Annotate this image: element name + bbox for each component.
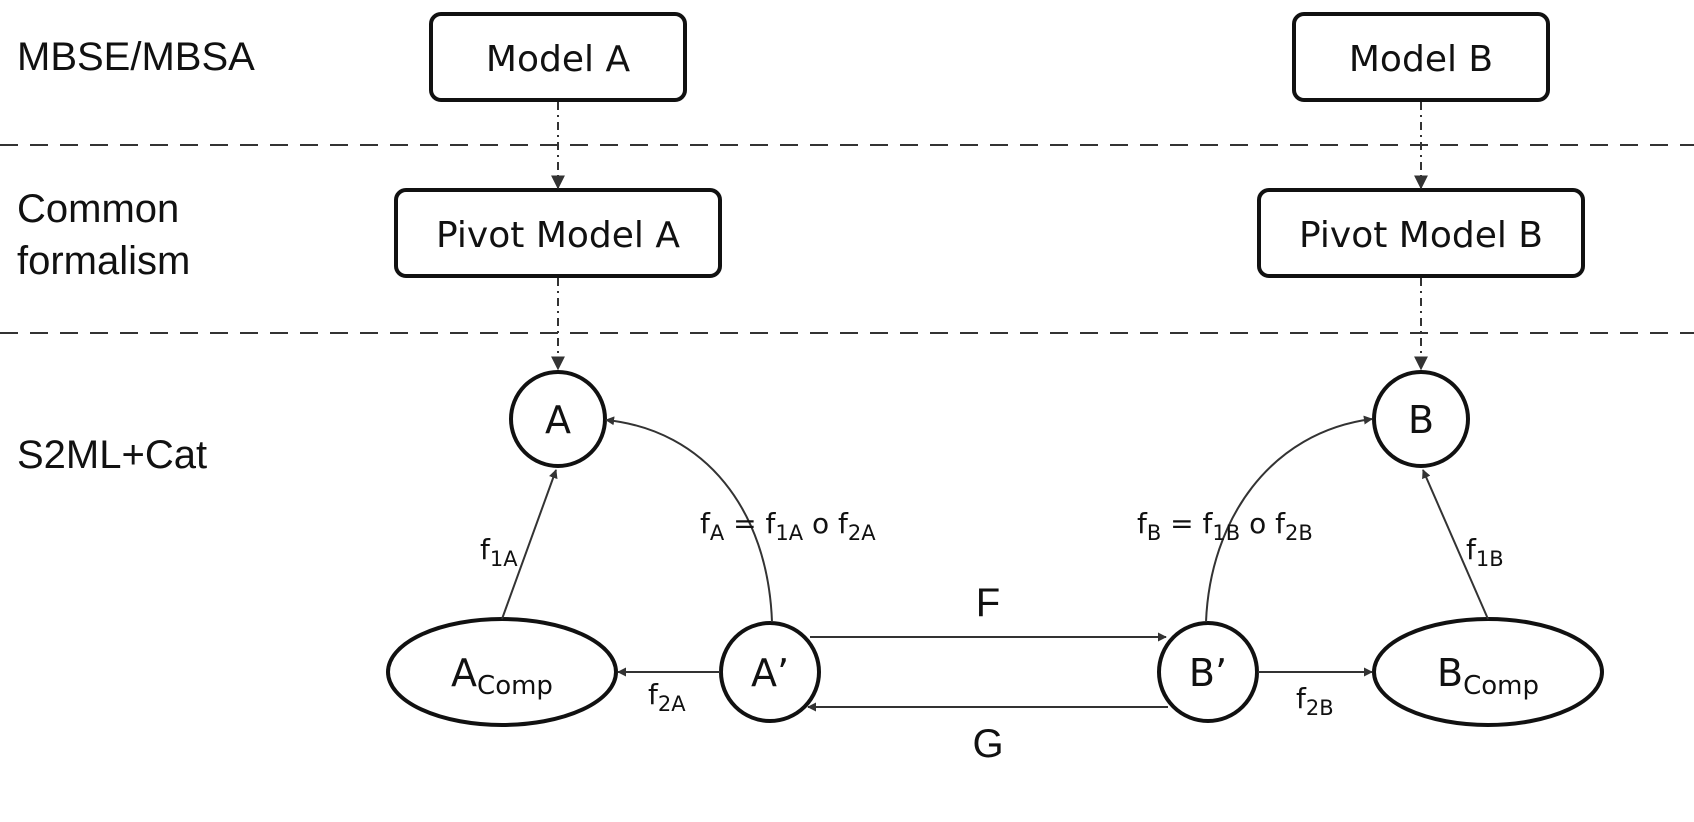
node-a-label: A bbox=[545, 398, 571, 442]
fb-op: o bbox=[1240, 507, 1275, 540]
label-f2a-sub: 2A bbox=[658, 692, 686, 716]
pivot-model-b-box bbox=[1257, 188, 1585, 278]
label-fb-composite: fB = f1B o f2B bbox=[1137, 507, 1313, 545]
model-a-label: Model A bbox=[486, 39, 631, 80]
node-a-comp-base: A bbox=[451, 651, 477, 695]
node-b-label: B bbox=[1408, 398, 1434, 442]
label-f2a: f2A bbox=[648, 678, 686, 716]
node-a-comp-label: AComp bbox=[451, 651, 553, 701]
fb-r1-sub: 1B bbox=[1212, 521, 1240, 545]
arrow-f1a bbox=[501, 469, 558, 620]
fa-eq: = bbox=[724, 507, 765, 540]
node-b-comp-subscript: Comp bbox=[1463, 671, 1539, 701]
fb-r2-base: f bbox=[1275, 507, 1286, 540]
node-a-prime-label: A’ bbox=[751, 651, 789, 695]
label-f1a-sub: 1A bbox=[490, 547, 518, 571]
node-a-comp-subscript: Comp bbox=[477, 671, 553, 701]
label-f1b-sub: 1B bbox=[1476, 547, 1504, 571]
node-b bbox=[1372, 370, 1470, 468]
label-f2a-base: f bbox=[648, 678, 659, 711]
label-functor-f: F bbox=[976, 581, 1000, 625]
node-b-comp-label: BComp bbox=[1437, 651, 1539, 701]
node-b-comp-base: B bbox=[1437, 651, 1463, 695]
fa-lhs-base: f bbox=[700, 507, 711, 540]
pivot-model-a-label: Pivot Model A bbox=[436, 215, 680, 256]
label-functor-g: G bbox=[972, 722, 1003, 766]
label-f2b: f2B bbox=[1296, 682, 1334, 720]
arrow-fa-composite bbox=[605, 416, 773, 623]
lane-label-common-line2: formalism bbox=[17, 239, 190, 283]
fa-lhs-sub: A bbox=[710, 521, 725, 545]
node-a bbox=[509, 370, 607, 468]
lane-label-mbse: MBSE/MBSA bbox=[17, 35, 255, 79]
model-b-box bbox=[1292, 12, 1550, 102]
fb-r2-sub: 2B bbox=[1285, 521, 1313, 545]
label-f1a: f1A bbox=[480, 533, 518, 571]
lane-label-s2ml: S2ML+Cat bbox=[17, 433, 207, 477]
fa-r2-sub: 2A bbox=[848, 521, 876, 545]
fb-lhs-base: f bbox=[1137, 507, 1148, 540]
fb-lhs-sub: B bbox=[1147, 521, 1161, 545]
pivot-model-a-box bbox=[394, 188, 722, 278]
model-b-label: Model B bbox=[1349, 39, 1493, 80]
label-f1a-base: f bbox=[480, 533, 491, 566]
node-a-prime bbox=[719, 621, 821, 723]
arrow-f1b bbox=[1422, 469, 1489, 620]
fa-op: o bbox=[803, 507, 838, 540]
fb-r1-base: f bbox=[1203, 507, 1214, 540]
lane-label-common-line1: Common bbox=[17, 187, 179, 231]
pivot-model-b-label: Pivot Model B bbox=[1299, 215, 1543, 256]
node-b-prime-label: B’ bbox=[1189, 651, 1227, 695]
fa-r2-base: f bbox=[838, 507, 849, 540]
node-b-prime bbox=[1157, 621, 1259, 723]
label-f2b-base: f bbox=[1296, 682, 1307, 715]
fb-eq: = bbox=[1161, 507, 1202, 540]
fa-r1-sub: 1A bbox=[775, 521, 803, 545]
model-a-box bbox=[429, 12, 687, 102]
label-fa-composite: fA = f1A o f2A bbox=[700, 507, 876, 545]
label-f1b: f1B bbox=[1466, 533, 1504, 571]
arrow-fb-composite bbox=[1205, 415, 1373, 623]
label-f1b-base: f bbox=[1466, 533, 1477, 566]
fa-r1-base: f bbox=[766, 507, 777, 540]
label-f2b-sub: 2B bbox=[1306, 696, 1334, 720]
